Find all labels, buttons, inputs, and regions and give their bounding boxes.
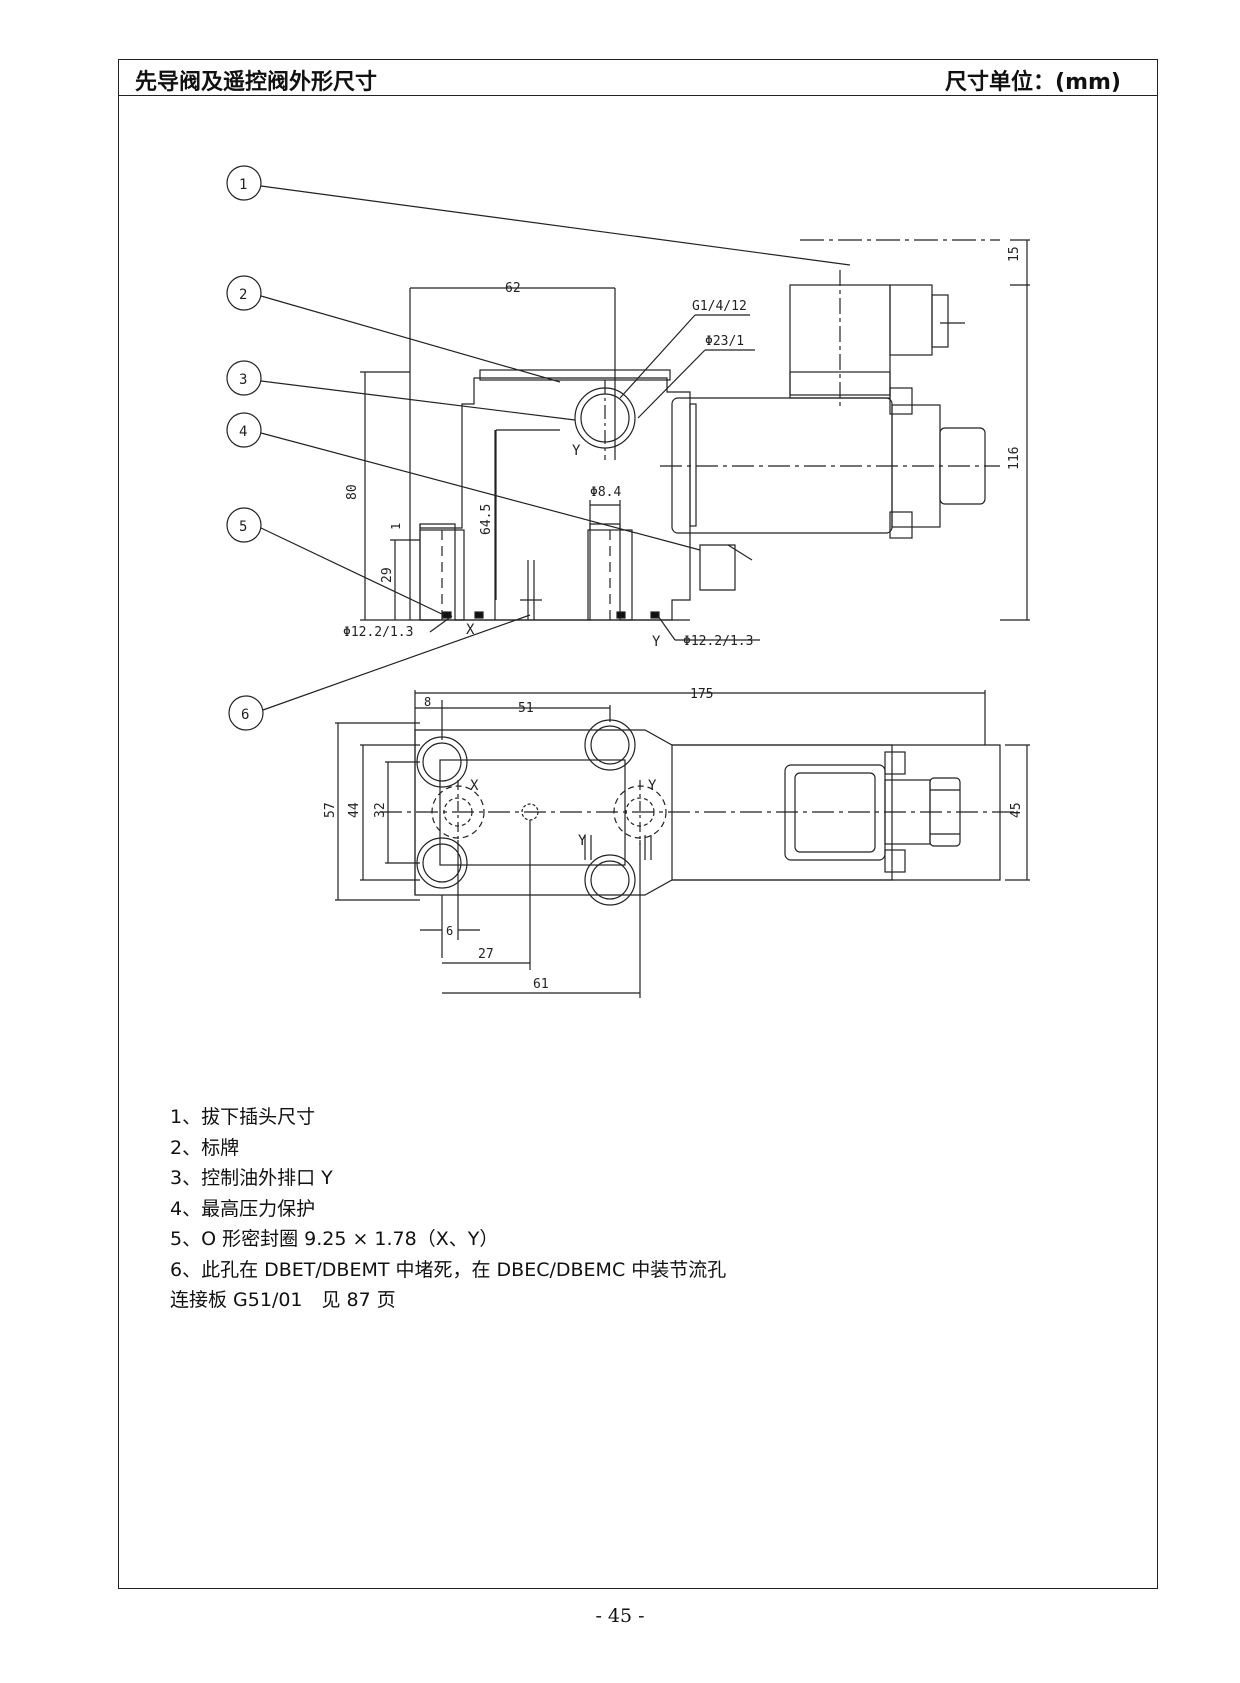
dim-6: 6 bbox=[446, 924, 453, 938]
o-ring-seal bbox=[616, 611, 626, 619]
callout-6: 6 bbox=[241, 707, 249, 723]
valve-body-outline bbox=[419, 377, 691, 621]
dim-8: 8 bbox=[424, 695, 431, 709]
o-ring-seal bbox=[650, 611, 660, 619]
top-port-y-ii-label: Y bbox=[578, 833, 587, 849]
page-frame: 先导阀及遥控阀外形尺寸 尺寸单位：(mm) bbox=[118, 59, 1158, 1589]
dim-32: 32 bbox=[373, 802, 388, 818]
mounting-hole bbox=[416, 837, 468, 889]
port-x-label: X bbox=[466, 622, 475, 638]
base-plate-outline bbox=[414, 729, 1001, 896]
plug-screw bbox=[889, 284, 933, 356]
mounting-hole bbox=[416, 736, 468, 788]
dim-61: 61 bbox=[533, 977, 549, 992]
dim-44: 44 bbox=[347, 802, 362, 818]
dim-80: 80 bbox=[345, 484, 360, 500]
note-item: 3、控制油外排口 Y bbox=[170, 1167, 333, 1189]
note-item: 4、最高压力保护 bbox=[170, 1197, 316, 1220]
note-item: 6、此孔在 DBET/DBEMT 中堵死，在 DBEC/DBEMC 中装节流孔 bbox=[170, 1258, 727, 1281]
callout-1: 1 bbox=[239, 177, 247, 193]
top-port-y-label: Y bbox=[648, 778, 657, 794]
callout-4: 4 bbox=[239, 424, 247, 440]
page-number: - 45 - bbox=[595, 1605, 645, 1627]
dim-27: 27 bbox=[478, 947, 494, 962]
drain-port-y-label: Y bbox=[572, 443, 581, 459]
dim-phi-12-left: Φ12.2/1.3 bbox=[343, 625, 413, 640]
notes-list: 1、拔下插头尺寸 2、标牌 3、控制油外排口 Y 4、最高压力保护 5、O 形密… bbox=[170, 1102, 726, 1316]
o-ring-seal bbox=[474, 611, 484, 619]
note-item: 连接板 G51/01 见 87 页 bbox=[170, 1289, 396, 1311]
dim-64-5: 64.5 bbox=[479, 504, 494, 535]
note-item: 1、拔下插头尺寸 bbox=[170, 1106, 316, 1128]
dim-g1-4-12: G1/4/12 bbox=[692, 299, 747, 314]
dim-29: 29 bbox=[380, 567, 395, 583]
top-view: X Y Y 175 8 51 57 44 32 45 bbox=[323, 687, 1030, 998]
dim-phi-8-4: Φ8.4 bbox=[590, 485, 621, 500]
dim-phi-23-1: Φ23/1 bbox=[705, 334, 744, 349]
mounting-hole bbox=[584, 719, 636, 771]
front-view: 62 15 116 80 64.5 29 1 Φ8.4 G1/4/12 Φ23/… bbox=[343, 239, 1030, 650]
note-item: 2、标牌 bbox=[170, 1136, 240, 1159]
dim-1: 1 bbox=[389, 523, 403, 530]
dim-15: 15 bbox=[1007, 246, 1022, 262]
dim-57: 57 bbox=[323, 802, 338, 818]
callout-3: 3 bbox=[239, 372, 247, 388]
dim-51: 51 bbox=[518, 701, 534, 716]
mounting-hole bbox=[584, 854, 636, 906]
callouts: 1 2 3 4 5 6 bbox=[226, 165, 851, 731]
page-title: 先导阀及遥控阀外形尺寸 bbox=[135, 70, 378, 95]
header-bar: 先导阀及遥控阀外形尺寸 尺寸单位：(mm) bbox=[119, 60, 1157, 96]
dim-175: 175 bbox=[690, 687, 713, 702]
dim-116: 116 bbox=[1007, 447, 1022, 470]
dim-62: 62 bbox=[505, 281, 521, 296]
callout-2: 2 bbox=[239, 287, 247, 303]
top-port-x-label: X bbox=[470, 778, 479, 794]
dim-phi-12-right: Φ12.2/1.3 bbox=[683, 634, 753, 649]
name-plate bbox=[479, 369, 671, 381]
unit-label: 尺寸单位：(mm) bbox=[945, 70, 1121, 95]
callout-5: 5 bbox=[239, 519, 247, 535]
port-y-label: Y bbox=[652, 634, 661, 650]
dim-45: 45 bbox=[1009, 802, 1024, 818]
note-item: 5、O 形密封圈 9.25 × 1.78（X、Y） bbox=[170, 1228, 499, 1250]
